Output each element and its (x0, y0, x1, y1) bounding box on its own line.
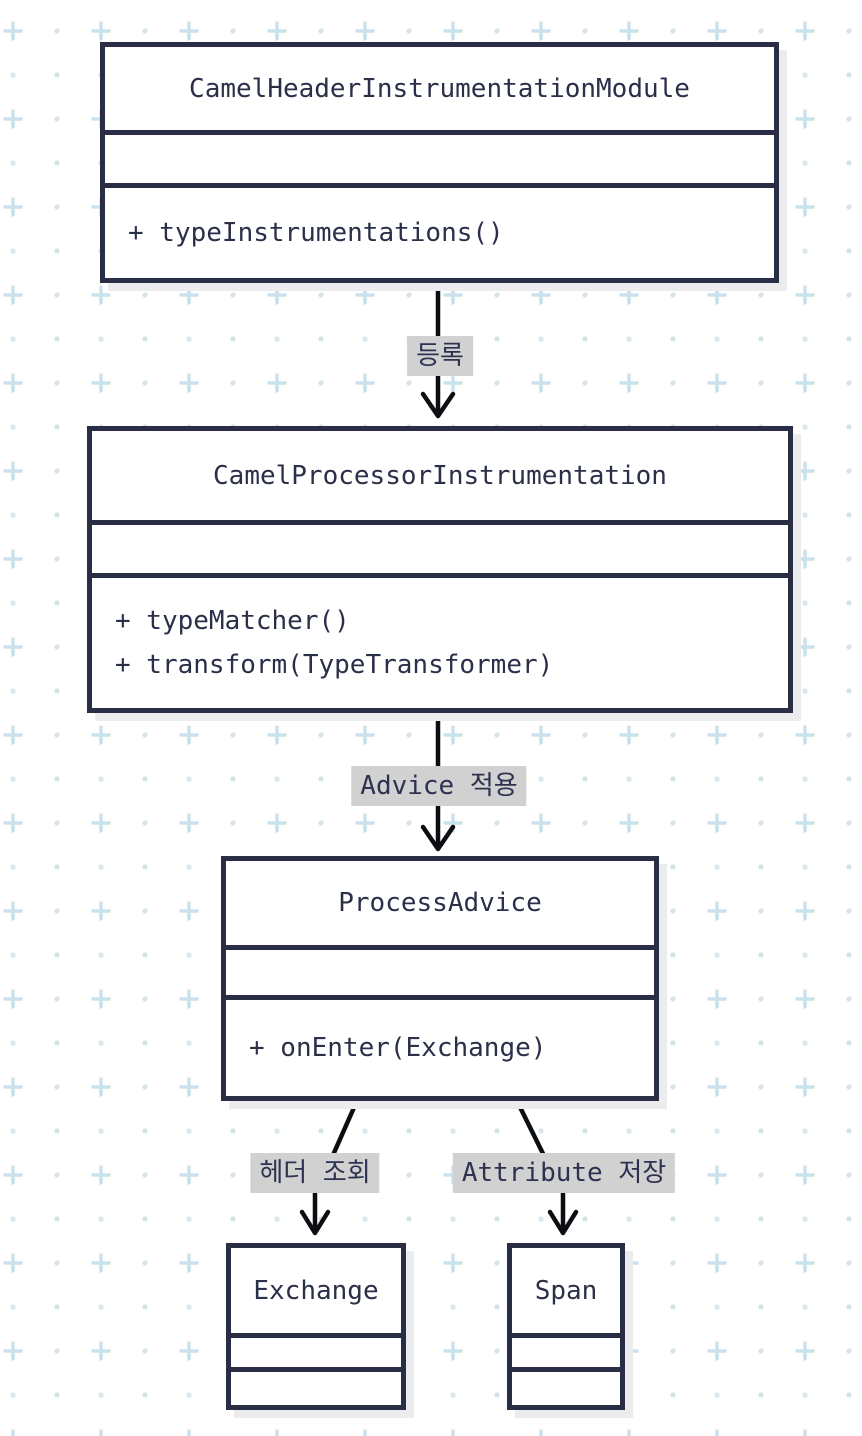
method-item: + transform(TypeTransformer) (115, 650, 554, 680)
class-name: Span (534, 1275, 598, 1306)
class-box-exchange: Exchange (226, 1243, 406, 1410)
class-attributes-empty (226, 945, 654, 1000)
class-attributes-empty (92, 520, 788, 578)
class-name: CamelHeaderInstrumentationModule (189, 73, 690, 104)
class-box-process-advice: ProcessAdvice + onEnter(Exchange) (221, 856, 659, 1101)
method-item: + typeMatcher() (115, 606, 350, 636)
edge-label-advice-apply: Advice 적용 (351, 766, 527, 806)
class-attributes-empty (231, 1333, 401, 1372)
class-box-camel-processor-instrumentation: CamelProcessorInstrumentation + typeMatc… (87, 426, 793, 713)
class-name: ProcessAdvice (338, 888, 542, 918)
edge-label-header-lookup: 헤더 조회 (250, 1153, 380, 1193)
class-box-camel-header-instrumentation-module: CamelHeaderInstrumentationModule + typeI… (100, 42, 779, 283)
class-attributes-empty (105, 130, 774, 188)
class-methods-empty (512, 1372, 620, 1405)
edge-label-attribute-store: Attribute 저장 (452, 1153, 676, 1193)
class-name: Exchange (253, 1275, 379, 1306)
class-attributes-empty (512, 1333, 620, 1372)
class-methods: + onEnter(Exchange) (226, 1000, 654, 1096)
class-box-span: Span (507, 1243, 625, 1410)
edge-label-register: 등록 (407, 336, 473, 376)
method-item: + typeInstrumentations() (128, 218, 504, 248)
class-methods: + typeMatcher() + transform(TypeTransfor… (92, 578, 788, 708)
method-item: + onEnter(Exchange) (249, 1033, 547, 1063)
class-methods: + typeInstrumentations() (105, 188, 774, 278)
class-methods-empty (231, 1372, 401, 1405)
class-name: CamelProcessorInstrumentation (213, 460, 667, 491)
